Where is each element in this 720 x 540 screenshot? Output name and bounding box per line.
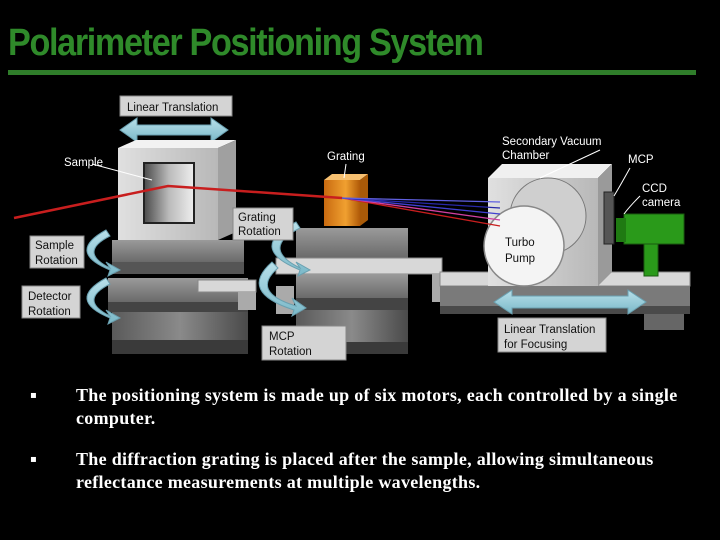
grating-rotation-label-1: Grating <box>238 212 276 224</box>
ccd-label-1: CCD <box>642 183 667 195</box>
bullet-marker: ▪ <box>30 454 38 465</box>
ccd-camera <box>616 213 685 277</box>
linear-focus-label-2: for Focusing <box>504 339 567 351</box>
bullet-marker: ▪ <box>30 390 38 401</box>
detector-rotation-label-2: Rotation <box>28 306 71 318</box>
grating-label: Grating <box>327 151 365 163</box>
linear-translation-label: Linear Translation <box>127 102 218 114</box>
linear-translation-label-box <box>119 95 233 117</box>
mcp-rotation-arrow <box>258 261 307 318</box>
secondary-vacuum-label-1: Secondary Vacuum <box>502 136 602 148</box>
detector-rotation-arrow <box>86 277 122 325</box>
bullet-item: ▪ The positioning system is made up of s… <box>30 384 680 430</box>
incident-beam <box>13 184 343 220</box>
sample-rotation-arrow <box>86 229 122 277</box>
ccd-label-2: camera <box>642 197 681 209</box>
grating-rotation-stages <box>197 228 443 354</box>
mcp-label: MCP <box>628 154 654 166</box>
linear-focus-label-1: Linear Translation <box>504 324 595 336</box>
diffracted-beams <box>341 197 501 227</box>
bullet-list: ▪ The positioning system is made up of s… <box>30 384 680 512</box>
sample-rotation-label-box <box>29 235 85 269</box>
slide-title: Polarimeter Positioning System <box>8 22 484 64</box>
sample-label: Sample <box>64 157 103 169</box>
grating-rotation-label-box <box>232 207 294 241</box>
bullet-text: The diffraction grating is placed after … <box>76 449 654 492</box>
mcp-rotation-label-1: MCP <box>269 331 295 343</box>
mcp-rotation-label-box <box>261 325 347 361</box>
sample-rotation-stages <box>108 240 248 354</box>
detector-rotation-label-box <box>21 285 81 319</box>
secondary-vacuum-label-2: Chamber <box>502 150 549 162</box>
mcp-rotation-label-2: Rotation <box>269 346 312 358</box>
bullet-item: ▪ The diffraction grating is placed afte… <box>30 448 680 494</box>
turbo-pump <box>483 205 565 287</box>
turbo-pump-label-2: Pump <box>505 253 535 265</box>
sample-rotation-label-2: Rotation <box>35 255 78 267</box>
turbo-pump-label-1: Turbo <box>505 237 535 249</box>
diffraction-grating <box>324 174 368 226</box>
linear-focus-arrow <box>493 289 647 315</box>
bullet-text: The positioning system is made up of six… <box>76 385 678 428</box>
linear-focus-label-box <box>497 317 607 353</box>
sample-rotation-label-1: Sample <box>35 240 74 252</box>
positioning-diagram: Linear Translation <box>13 95 691 361</box>
pointer-lines <box>91 149 641 215</box>
linear-translation-arrow <box>119 117 229 143</box>
title-underline <box>8 70 696 75</box>
grating-rotation-label-2: Rotation <box>238 226 281 238</box>
detector-rotation-label-1: Detector <box>28 291 72 303</box>
